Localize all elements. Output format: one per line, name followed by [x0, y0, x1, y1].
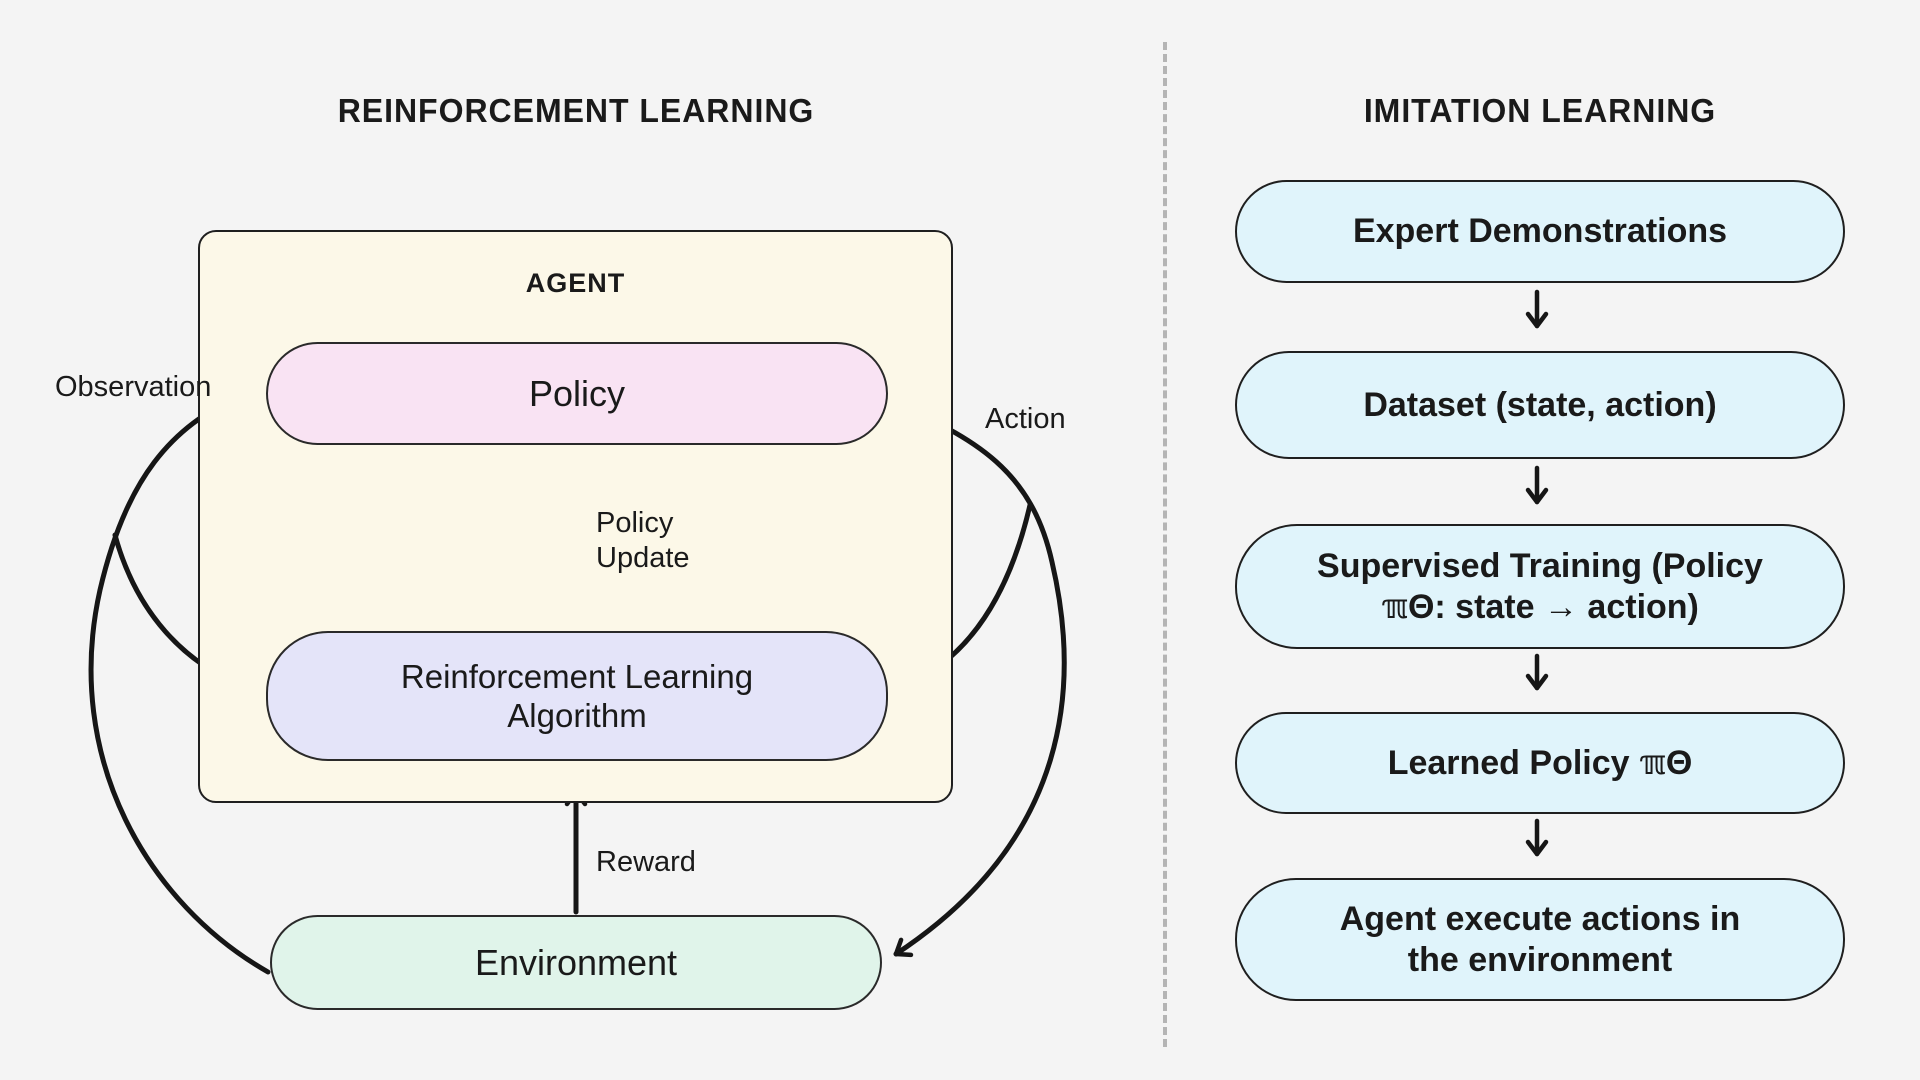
- imitation-learning-title: IMITATION LEARNING: [1363, 92, 1717, 129]
- environment-node-label: Environment: [474, 941, 678, 983]
- step-learned-policy: Learned Policy ℼΘ: [1235, 712, 1845, 814]
- step-label-line1: Supervised Training (Policy: [1317, 546, 1763, 585]
- step-label-line2: the environment: [1407, 940, 1673, 979]
- action-label: Action: [985, 403, 1066, 435]
- step-agent-executes: Agent execute actions in the environment: [1235, 878, 1845, 1001]
- step-expert-demonstrations: Expert Demonstrations: [1235, 180, 1845, 283]
- rl-algorithm-node-label-line2: Algorithm: [507, 697, 647, 734]
- step-dataset: Dataset (state, action): [1235, 351, 1845, 459]
- environment-node: Environment: [270, 915, 882, 1010]
- agent-label: AGENT: [525, 268, 626, 298]
- step-label: Expert Demonstrations: [1352, 212, 1728, 250]
- step-label-line1: Agent execute actions in: [1339, 899, 1741, 938]
- policy-node-label: Policy: [528, 372, 626, 414]
- panel-divider: [1163, 42, 1167, 1047]
- rl-algorithm-node: Reinforcement Learning Algorithm: [266, 631, 888, 761]
- step-label-line2: ℼΘ: state → action): [1381, 587, 1699, 626]
- policy-update-label-line2: Update: [596, 542, 690, 574]
- step-label: Dataset (state, action): [1363, 385, 1717, 424]
- policy-update-label-line1: Policy: [596, 507, 674, 539]
- step-label: Learned Policy ℼΘ: [1387, 743, 1693, 782]
- step-supervised-training: Supervised Training (Policy ℼΘ: state → …: [1235, 524, 1845, 649]
- policy-update-label: Policy Update: [596, 506, 690, 576]
- observation-label: Observation: [55, 371, 212, 403]
- rl-algorithm-node-label-line1: Reinforcement Learning: [400, 658, 754, 695]
- reinforcement-learning-title: REINFORCEMENT LEARNING: [337, 92, 815, 129]
- policy-node: Policy: [266, 342, 888, 445]
- reward-label: Reward: [596, 846, 696, 878]
